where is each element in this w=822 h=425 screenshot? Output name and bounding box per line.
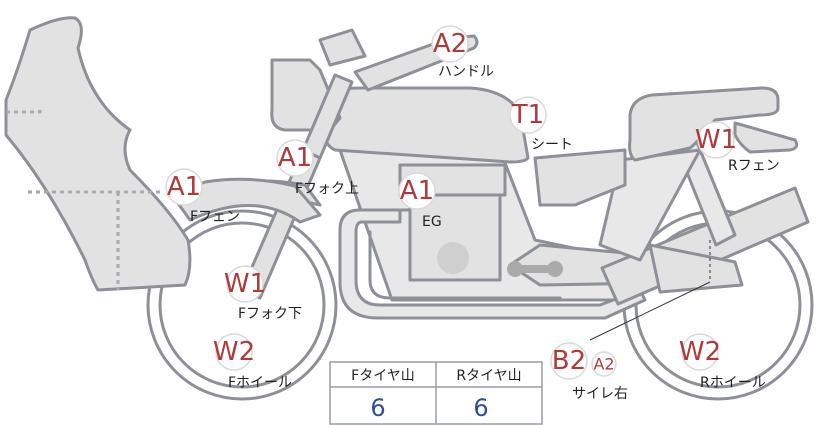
part-label: ハンドル — [438, 64, 494, 80]
meter — [318, 28, 367, 67]
part-label: Fフォク上 — [295, 181, 359, 197]
damage-code-badge — [398, 172, 436, 210]
rear-fender — [733, 121, 799, 154]
damage-code: W1 — [695, 125, 737, 155]
damage-code-badge — [226, 265, 264, 303]
part-label: Fフォク下 — [238, 306, 302, 322]
part-marker-engine: A1 EG — [398, 172, 442, 230]
part-label: Rフェン — [728, 158, 780, 174]
part-label: Fホイール — [228, 375, 292, 391]
damage-code-badge — [276, 139, 314, 177]
footpeg-right — [547, 261, 563, 277]
part-label: Fフェン — [190, 209, 240, 225]
front-fairing — [4, 16, 192, 292]
damage-code: B2 — [552, 346, 586, 376]
fairing-panel-line-1 — [6, 110, 42, 114]
rear-tire-tread-value: 6 — [473, 394, 488, 422]
damage-code: A1 — [400, 176, 434, 206]
muffler-guard — [648, 243, 744, 294]
front-wheel-rim — [158, 221, 326, 389]
table-header-rear: Rタイヤ山 — [456, 368, 521, 384]
part-label: EG — [422, 214, 442, 230]
damage-code-badge — [681, 333, 719, 371]
damage-code: A2 — [433, 29, 467, 59]
damage-code-badge — [431, 25, 469, 63]
part-marker-muffler-right: B2 A2 サイレ右 — [550, 342, 628, 402]
exhaust-pipe-2 — [368, 230, 562, 300]
front-tire-tread-value: 6 — [370, 394, 385, 422]
damage-code: T1 — [511, 100, 544, 130]
muffler-leader-line — [589, 281, 711, 341]
damage-code: A1 — [167, 172, 201, 202]
damage-code-badge — [697, 121, 735, 159]
part-marker-f-fork-upper: A1 Fフォク上 — [276, 139, 359, 197]
muffler — [600, 186, 810, 306]
part-label: サイレ右 — [572, 386, 628, 402]
exhaust-pipe-lower — [338, 208, 647, 320]
part-label: Rホイール — [700, 375, 766, 391]
part-marker-f-fender: A1 Fフェン — [165, 168, 240, 225]
damage-code-badge — [550, 342, 588, 380]
motorcycle-illustration — [4, 16, 814, 401]
damage-code-badge — [165, 168, 203, 206]
part-marker-f-fork-lower: W1 Fフォク下 — [224, 265, 302, 322]
part-label: シート — [531, 137, 573, 153]
front-wheel-tire — [146, 209, 338, 401]
damage-code: W1 — [224, 269, 266, 299]
part-marker-seat: T1 シート — [509, 96, 573, 153]
damage-code-badge-secondary — [591, 351, 617, 377]
damage-code-badge — [509, 96, 547, 134]
table-header-front: Fタイヤ山 — [351, 368, 415, 384]
part-marker-handle: A2 ハンドル — [431, 25, 494, 80]
damage-code: A1 — [278, 143, 312, 173]
damage-code: W2 — [679, 337, 721, 367]
footpeg-left — [507, 261, 523, 277]
damage-code-secondary: A2 — [593, 355, 614, 374]
damage-code-badge — [215, 333, 253, 371]
part-marker-r-fender: W1 Rフェン — [695, 121, 780, 174]
fuel-tank — [323, 86, 530, 164]
part-marker-r-wheel: W2 Rホイール — [679, 333, 766, 391]
engine-block — [408, 193, 502, 282]
front-fender-body — [170, 177, 322, 224]
side-cover — [533, 148, 627, 207]
engine-cover — [437, 242, 469, 274]
part-marker-f-wheel: W2 Fホイール — [213, 333, 292, 391]
damage-code: W2 — [213, 337, 255, 367]
tire-tread-table: Fタイヤ山 Rタイヤ山 6 6 — [329, 361, 543, 425]
seat — [628, 86, 780, 162]
